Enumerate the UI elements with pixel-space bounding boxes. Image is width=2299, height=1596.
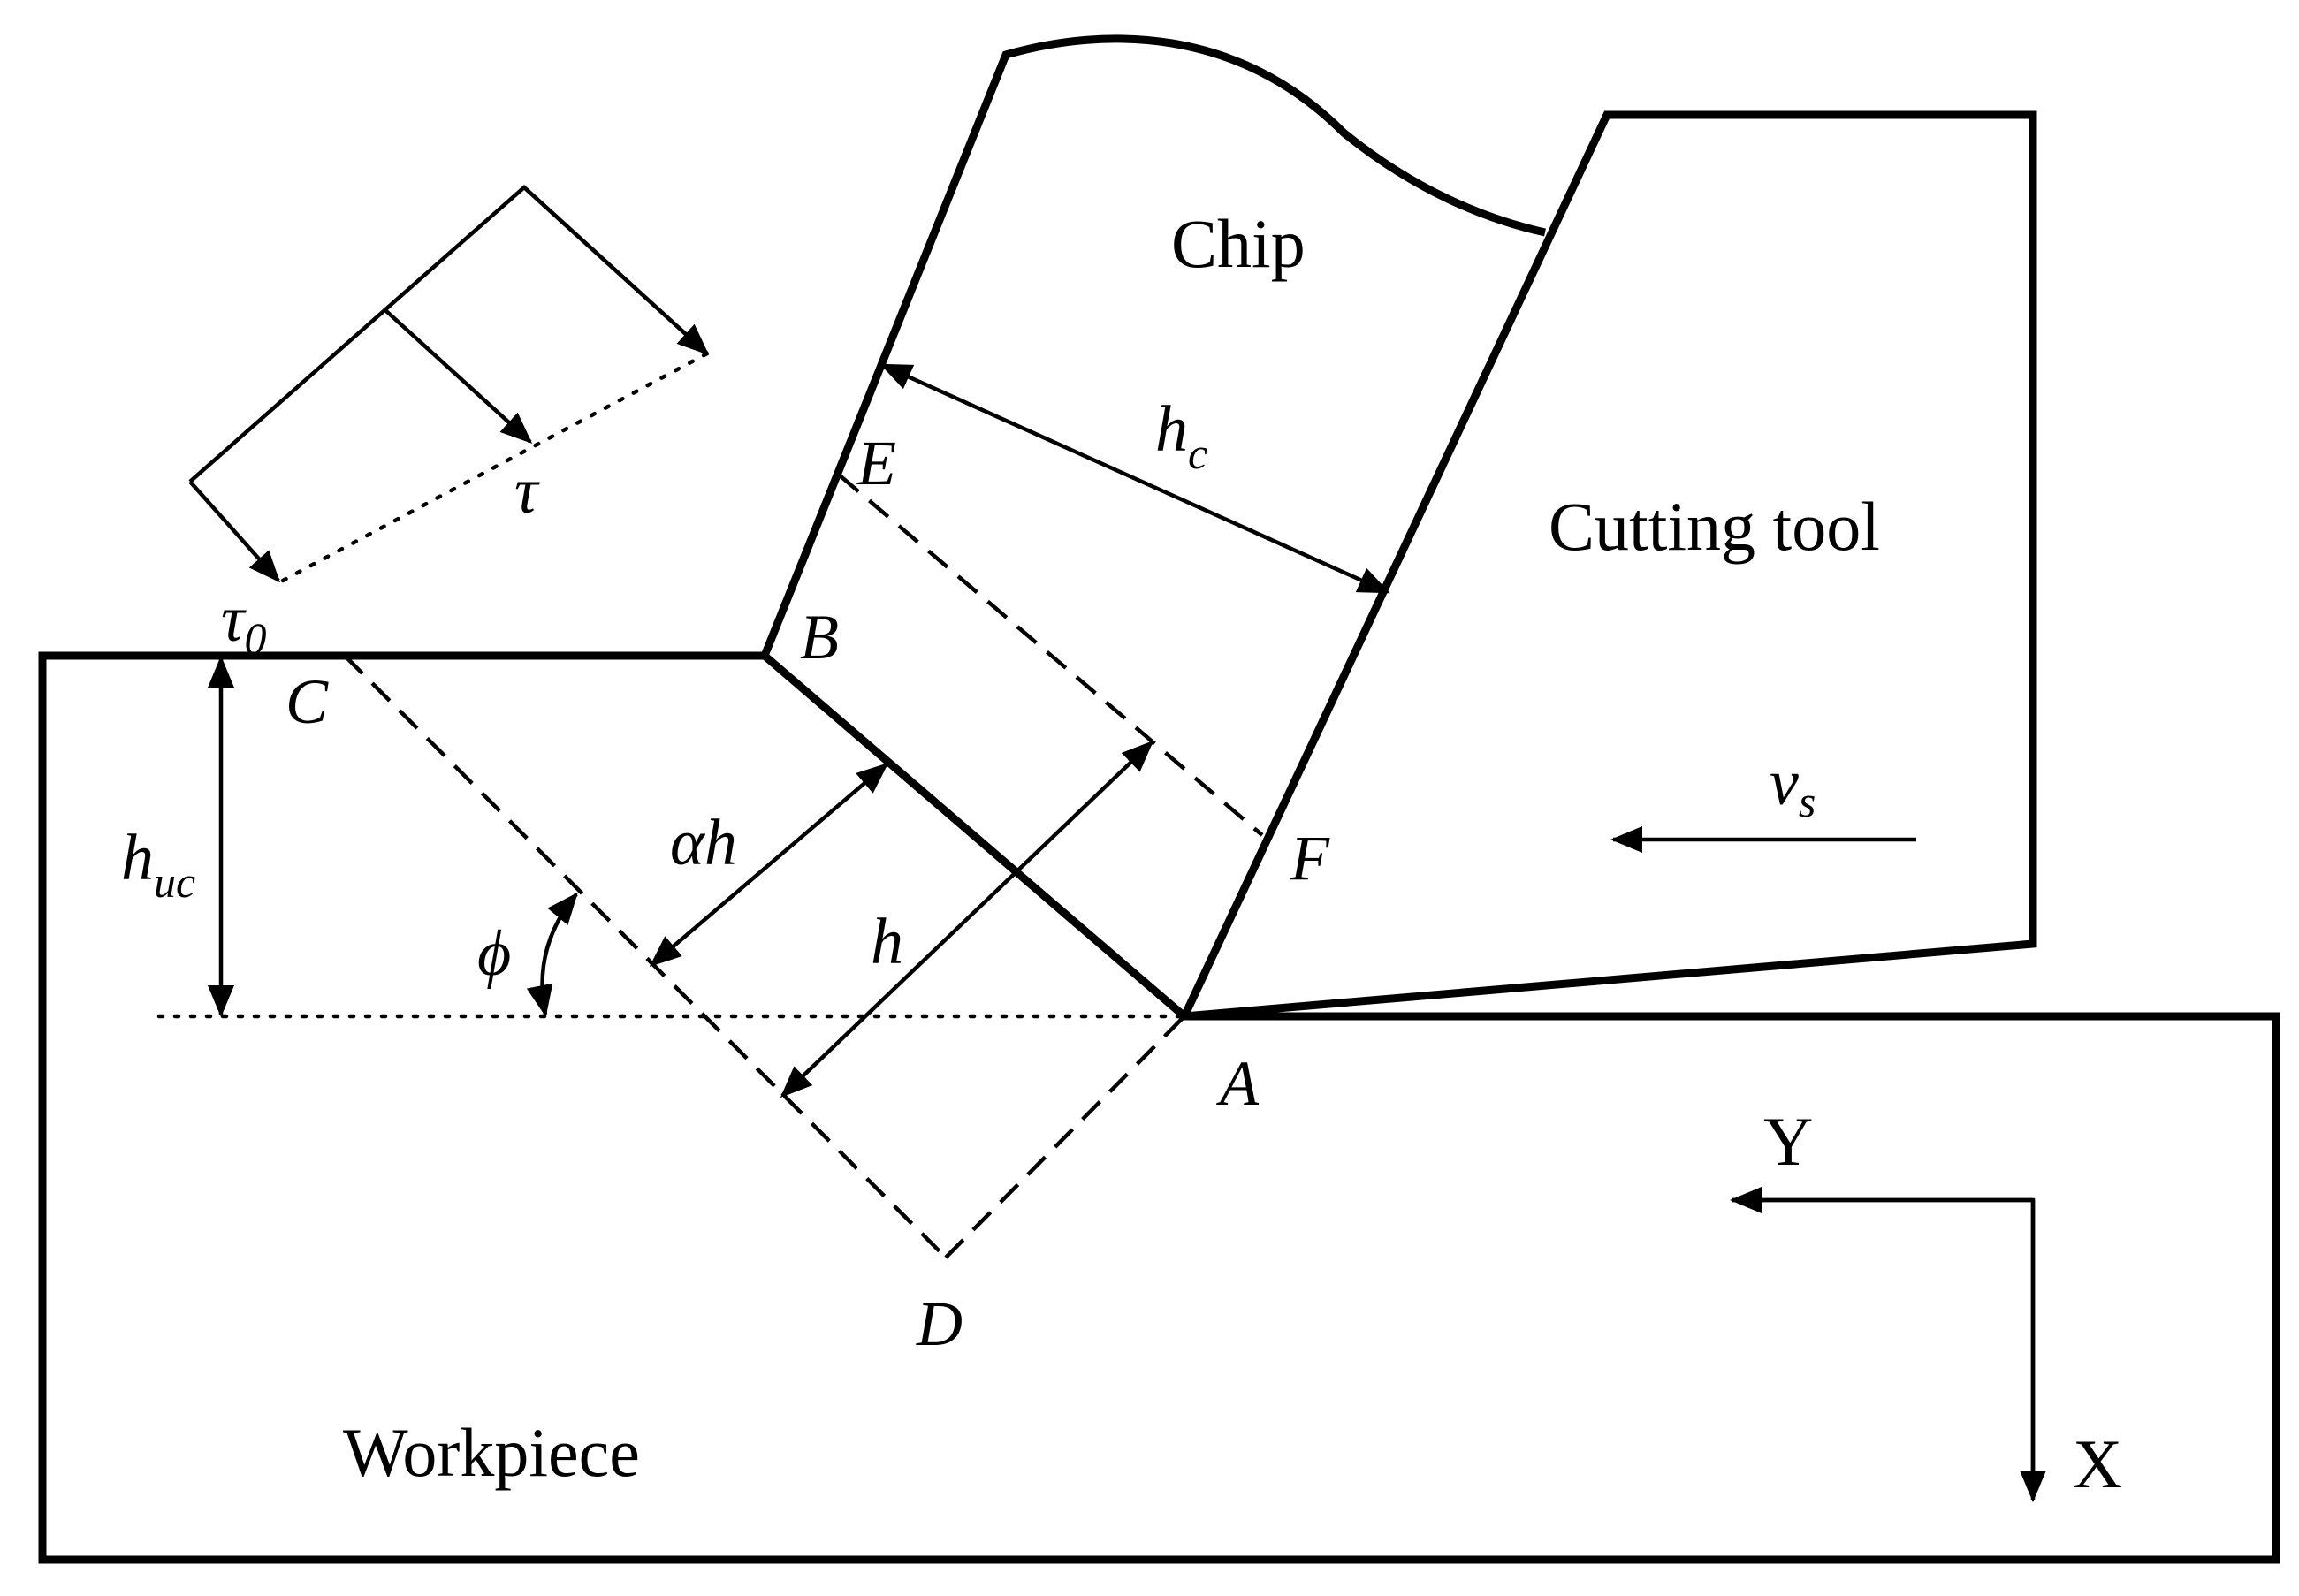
cutting-tool-label: Cutting tool xyxy=(1549,488,1880,565)
point-e-label: E xyxy=(856,428,896,498)
line-ba xyxy=(763,654,1186,1018)
hc-label: hc xyxy=(1155,393,1207,478)
h-label: h xyxy=(871,906,903,978)
alpha-h-label: αh xyxy=(670,807,737,879)
shear-stress-right-arrow xyxy=(522,186,710,356)
dimension-arrow-h xyxy=(780,740,1154,1098)
cutting-tool-outline xyxy=(1177,110,2037,1022)
chip-label: Chip xyxy=(1171,205,1306,282)
tau-label: τ xyxy=(514,455,540,528)
line-da xyxy=(944,1015,1186,1259)
chip-outline xyxy=(760,34,1546,657)
point-f-label: F xyxy=(1290,823,1330,893)
huc-label: huc xyxy=(121,822,195,907)
shear-stress-profile xyxy=(188,184,709,483)
phi-label: ϕ xyxy=(477,917,511,990)
shear-stress-baseline xyxy=(280,351,710,583)
y-axis-label: Y xyxy=(1763,1103,1813,1180)
shear-angle-arc xyxy=(526,892,578,1017)
shear-stress-mid-line xyxy=(384,309,533,445)
coordinate-axes-corner xyxy=(1732,1197,2036,1495)
x-axis-label: X xyxy=(2073,1425,2122,1502)
line-ef xyxy=(838,474,1264,837)
workpiece-label: Workpiece xyxy=(343,1414,640,1491)
point-b-label: B xyxy=(800,602,839,673)
vs-label: vs xyxy=(1770,747,1816,826)
dimension-arrow-hc xyxy=(879,362,1390,595)
point-a-label: A xyxy=(1216,1048,1260,1119)
point-d-label: D xyxy=(916,1288,963,1359)
line-cd xyxy=(343,654,948,1259)
point-c-label: C xyxy=(285,666,329,737)
tau0-label: τ0 xyxy=(221,583,267,663)
shear-stress-left-line xyxy=(188,480,280,583)
